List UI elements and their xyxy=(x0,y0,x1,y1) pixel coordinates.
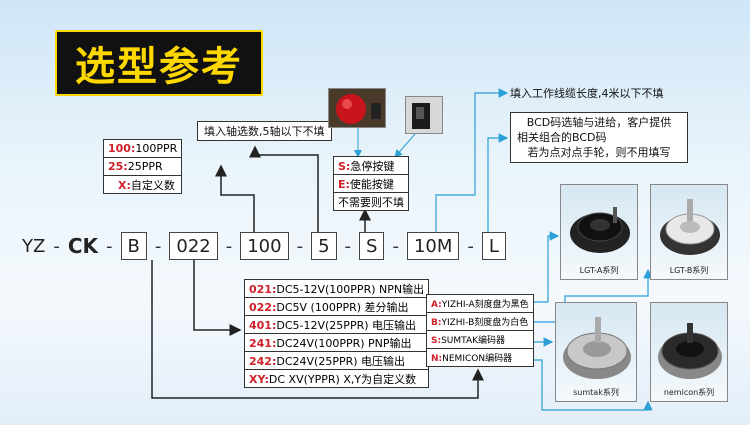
bcd-note-line: 若为点对点手轮，则不用填写 xyxy=(527,146,671,159)
estop-photo xyxy=(328,88,386,128)
code-dash: - xyxy=(225,235,233,257)
page-title: 选型参考 xyxy=(75,44,243,90)
table-row: 022:DC5V (100PPR) 差分输出 xyxy=(243,297,430,316)
code-seg-voltage: 022 xyxy=(169,232,218,260)
switch-options-table: S:急停按键 E:使能按键 不需要则不填 xyxy=(333,156,409,211)
voltage-option: 021:DC5-12V(100PPR) NPN输出 xyxy=(243,279,430,298)
model-code-row: YZ - CK - B - 022 - 100 - 5 - S - 10M - … xyxy=(20,232,508,260)
code-dash: - xyxy=(154,235,162,257)
switch-option: 不需要则不填 xyxy=(333,192,409,211)
code-seg-switch: S xyxy=(359,232,385,260)
title-banner: 选型参考 xyxy=(55,30,263,96)
code-seg-ppr: 100 xyxy=(240,232,289,260)
voltage-option: 242:DC24V(25PPR) 电压输出 xyxy=(243,351,430,370)
code-seg-series: B xyxy=(120,232,147,260)
axes-note: 填入轴选数,5轴以下不填 xyxy=(197,121,332,141)
table-row: X:自定义数 xyxy=(102,175,183,194)
switch-option: S:急停按键 xyxy=(333,156,409,175)
table-row: S:SUMTAK编码器 xyxy=(426,330,534,349)
handwheel-dark-icon xyxy=(658,323,722,379)
cable-note-text: 填入工作线缆长度,4米以下不填 xyxy=(510,87,664,100)
code-seg-cable: 10M xyxy=(406,232,460,260)
product-nemicon: nemicon系列 xyxy=(650,302,728,402)
product-sumtak: sumtak系列 xyxy=(555,302,637,402)
estop-button-icon xyxy=(329,89,385,127)
ppr-code: 100:100PPR xyxy=(102,139,183,158)
table-row: N:NEMICON编码器 xyxy=(426,348,534,367)
ppr-code: 25:25PPR xyxy=(102,157,183,176)
bcd-note: BCD码选轴与进给，客户提供 相关组合的BCD码 若为点对点手轮，则不用填写 xyxy=(510,112,688,163)
code-dash: - xyxy=(296,235,304,257)
axes-note-text: 填入轴选数,5轴以下不填 xyxy=(204,125,325,138)
table-row: E:使能按键 xyxy=(333,174,409,193)
switch-option: E:使能按键 xyxy=(333,174,409,193)
series-option: A:YIZHI-A刻度盘为黑色 xyxy=(426,294,534,313)
bcd-note-line: 相关组合的BCD码 xyxy=(517,131,607,144)
ppr-options-table: 100:100PPR 25:25PPR X:自定义数 xyxy=(102,139,183,194)
table-row: 241:DC24V(100PPR) PNP输出 xyxy=(243,333,430,352)
table-row: A:YIZHI-A刻度盘为黑色 xyxy=(426,294,534,313)
code-dash: - xyxy=(53,235,60,257)
series-options-table: A:YIZHI-A刻度盘为黑色 B:YIZHI-B刻度盘为白色 S:SUMTAK… xyxy=(426,294,534,367)
table-row: 不需要则不填 xyxy=(333,192,409,211)
bcd-note-line: BCD码选轴与进给，客户提供 xyxy=(526,116,672,129)
cable-note: 填入工作线缆长度,4米以下不填 xyxy=(510,85,664,101)
code-seg-axes: 5 xyxy=(311,232,337,260)
table-row: 25:25PPR xyxy=(102,157,183,176)
voltage-option: 241:DC24V(100PPR) PNP输出 xyxy=(243,333,430,352)
code-seg-bcd: L xyxy=(481,232,506,260)
table-row: 021:DC5-12V(100PPR) NPN输出 xyxy=(243,279,430,298)
product-lgt-a: LGT-A系列 xyxy=(560,184,638,280)
product-caption: LGT-B系列 xyxy=(669,266,709,275)
series-option: N:NEMICON编码器 xyxy=(426,348,534,367)
code-prefix-yz: YZ xyxy=(22,235,46,257)
handwheel-silver-icon xyxy=(563,317,631,379)
product-caption: nemicon系列 xyxy=(663,388,715,397)
code-prefix-ck: CK xyxy=(67,234,99,258)
voltage-option: 401:DC5-12V(25PPR) 电压输出 xyxy=(243,315,430,334)
table-row: 100:100PPR xyxy=(102,139,183,158)
series-option: S:SUMTAK编码器 xyxy=(426,330,534,349)
voltage-option: 022:DC5V (100PPR) 差分输出 xyxy=(243,297,430,316)
code-dash: - xyxy=(467,235,474,257)
table-row: B:YIZHI-B刻度盘为白色 xyxy=(426,312,534,331)
table-row: S:急停按键 xyxy=(333,156,409,175)
code-dash: - xyxy=(106,235,113,257)
code-dash: - xyxy=(392,235,399,257)
handwheel-black-icon xyxy=(570,207,630,253)
code-dash: - xyxy=(344,235,352,257)
ppr-code: X:自定义数 xyxy=(102,175,183,194)
enable-switch-photo xyxy=(405,96,443,134)
enable-switch-icon xyxy=(406,97,442,133)
voltage-options-table: 021:DC5-12V(100PPR) NPN输出 022:DC5V (100P… xyxy=(243,279,430,388)
table-row: 242:DC24V(25PPR) 电压输出 xyxy=(243,351,430,370)
product-caption: sumtak系列 xyxy=(573,388,619,397)
product-lgt-b: LGT-B系列 xyxy=(650,184,728,280)
table-row: XY:DC XV(YPPR) X,Y为自定义数 xyxy=(243,369,430,388)
table-row: 401:DC5-12V(25PPR) 电压输出 xyxy=(243,315,430,334)
series-option: B:YIZHI-B刻度盘为白色 xyxy=(426,312,534,331)
product-caption: LGT-A系列 xyxy=(579,266,619,275)
handwheel-white-icon xyxy=(660,199,720,255)
voltage-option: XY:DC XV(YPPR) X,Y为自定义数 xyxy=(243,369,430,388)
